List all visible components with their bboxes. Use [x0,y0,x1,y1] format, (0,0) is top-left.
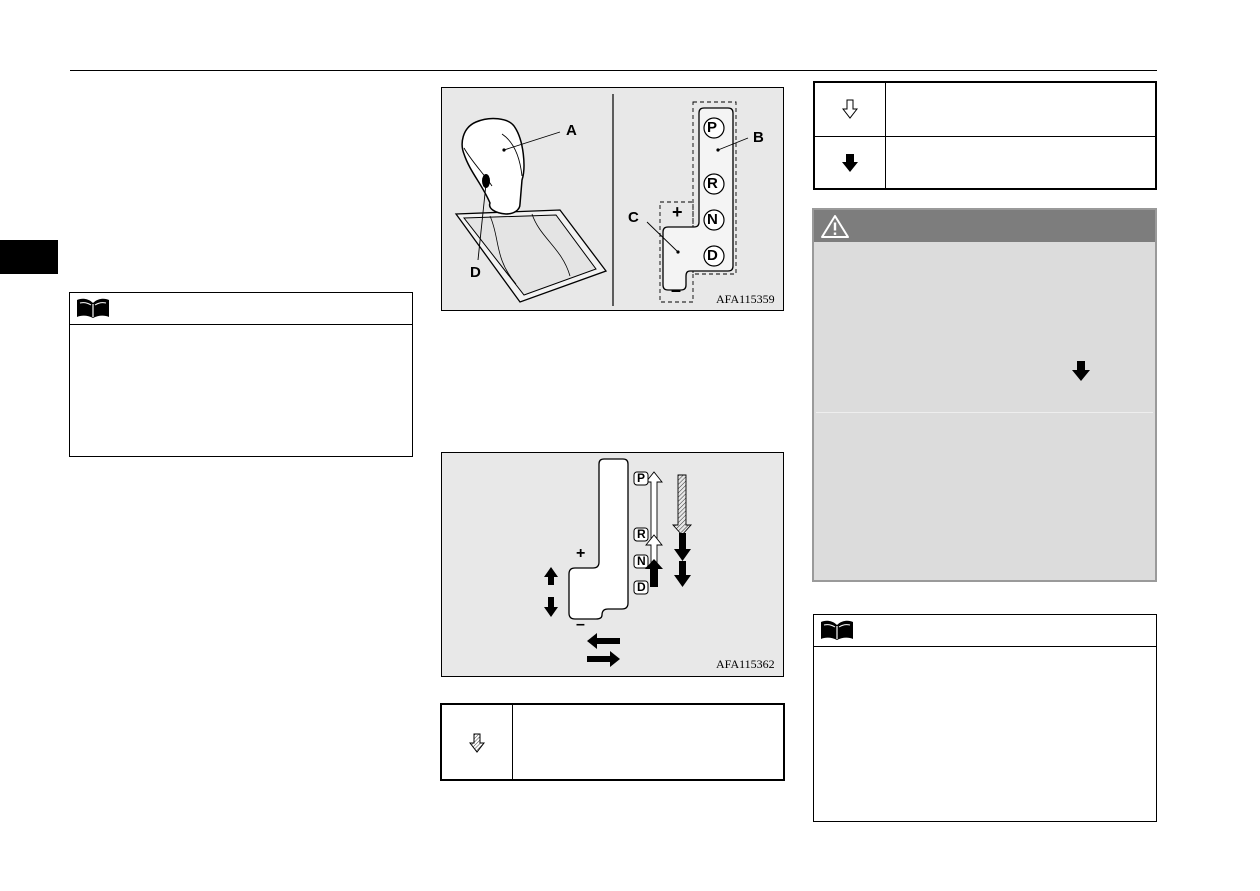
callout-c: C [628,209,639,226]
legend-row [442,705,783,779]
legend-text [897,83,1149,136]
legend-row [815,83,1155,137]
pattern-position-n: N [637,554,646,568]
callout-a: A [566,122,577,139]
figure-code: AFA115362 [716,657,775,671]
note-box-right [813,614,1157,822]
book-icon [77,298,109,318]
gate-position-p: P [707,119,718,136]
header-rule [70,70,1157,71]
legend-icon-cell [815,137,886,188]
legend-table-bottom [440,703,785,781]
shift-pattern-illustration [544,458,693,667]
legend-icon-cell [815,83,886,136]
legend-table-top [813,81,1157,190]
pattern-plus: + [576,545,586,562]
gate-plus: + [672,202,683,222]
gate-position-r: R [707,175,718,192]
legend-icon-cell [442,705,513,779]
solid-down-arrow-icon [1072,361,1090,381]
legend-text [524,705,777,779]
gate-minus: – [671,280,682,300]
hollow-down-arrow-icon [842,99,858,119]
warning-header [814,210,1155,242]
legend-row [815,137,1155,188]
shift-pattern-figure: P R N D + – AFA115362 [441,452,784,677]
warning-triangle-icon [821,215,849,238]
pattern-position-p: P [637,471,646,485]
section-tab [0,240,58,274]
callout-b: B [753,129,764,146]
hatched-down-arrow-icon [469,733,485,753]
selector-lever-illustration [454,94,749,306]
gate-position-n: N [707,211,718,228]
gate-position-d: D [707,247,718,264]
pattern-minus: – [576,616,585,633]
note-header [814,615,1156,647]
pattern-position-r: R [637,527,646,541]
note-header [70,293,412,325]
figure-code: AFA115359 [716,292,775,306]
book-icon [821,620,853,640]
note-box-left [69,292,413,457]
selector-lever-figure: A B C D P R N D + – AFA115359 [441,87,784,311]
warning-box [812,208,1157,582]
warning-divider [816,412,1153,413]
solid-down-arrow-icon [842,154,858,172]
callout-d: D [470,264,481,281]
pattern-position-d: D [637,580,646,594]
legend-text [897,137,1149,188]
